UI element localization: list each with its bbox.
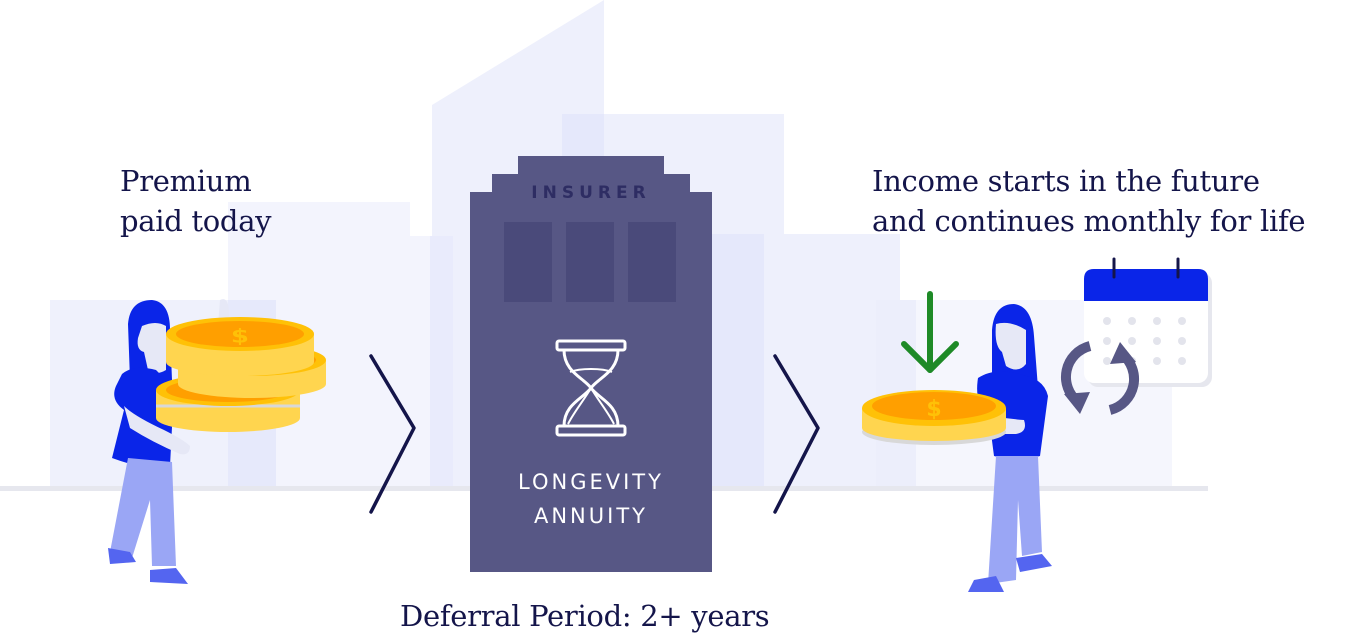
income-label-line2: and continues monthly for life — [872, 204, 1306, 238]
annuity-title-line1: LONGEVITY — [518, 470, 664, 494]
premium-label: Premium paid today — [120, 161, 272, 241]
svg-text:$: $ — [231, 326, 249, 347]
shoe — [108, 548, 136, 564]
shoe — [1016, 554, 1052, 572]
chevron-right-icon — [773, 354, 820, 514]
premium-label-line2: paid today — [120, 204, 272, 238]
coin-stack: $ — [156, 317, 326, 432]
refresh-cycle-icon — [1061, 341, 1139, 415]
front-arm — [124, 406, 190, 455]
shoe — [968, 576, 1004, 592]
income-label-line1: Income starts in the future — [872, 164, 1260, 198]
annuity-title: LONGEVITY ANNUITY — [470, 465, 712, 533]
down-arrow-icon — [901, 291, 959, 373]
chevron-right-icon — [369, 354, 416, 514]
pants — [988, 456, 1042, 584]
hourglass-icon — [555, 339, 627, 437]
face — [995, 322, 1026, 370]
face — [137, 323, 166, 373]
shoe — [150, 568, 188, 584]
annuity-title-line2: ANNUITY — [533, 504, 648, 528]
deferral-period-label: Deferral Period: 2+ years — [400, 599, 770, 633]
insurer-building: INSURER LONGEVITY ANNUITY — [470, 156, 712, 572]
person-holding-coin: $ — [862, 304, 1052, 592]
insurer-header: INSURER — [531, 183, 651, 203]
income-label: Income starts in the future and continue… — [872, 161, 1306, 241]
premium-label-line1: Premium — [120, 164, 252, 198]
pants — [110, 458, 176, 566]
coin: $ — [862, 390, 1006, 445]
person-holding-coin-stack: $ — [108, 299, 326, 584]
building-shape — [470, 156, 712, 572]
svg-text:$: $ — [926, 397, 941, 422]
